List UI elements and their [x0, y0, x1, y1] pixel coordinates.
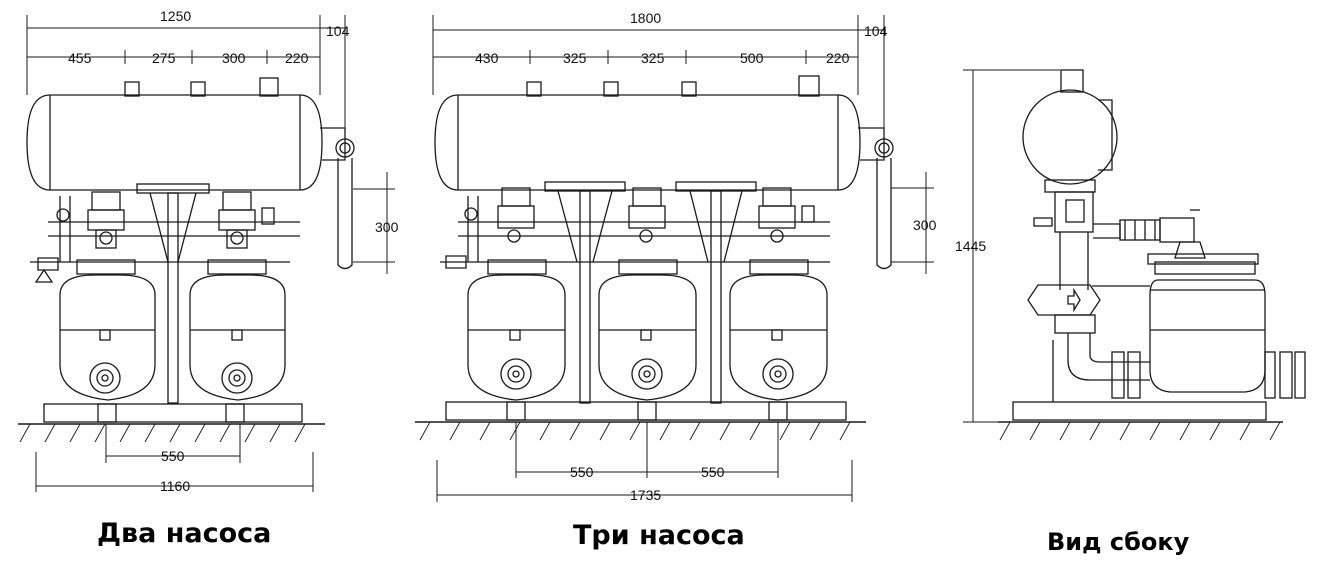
support-plate: [136, 183, 210, 194]
header-tank: [26, 94, 323, 191]
two-dim-seg-2: 275: [152, 50, 176, 66]
tank-nozzle: [259, 77, 279, 97]
side-base: [1012, 401, 1267, 421]
header-tank-3: [434, 94, 861, 191]
pump-head-1: [91, 191, 121, 211]
two-dim-base: 1160: [160, 478, 190, 494]
two-dim-seg-3: 300: [222, 50, 246, 66]
tank-nozzle: [190, 81, 206, 97]
two-dim-spacing: 550: [161, 448, 185, 464]
three-dim-seg-4: 500: [740, 50, 764, 66]
ground-hatch: [19, 423, 306, 443]
two-dim-seg-4: 220: [285, 50, 309, 66]
three-dim-total: 1800: [630, 10, 661, 26]
top-nozzle: [1060, 69, 1084, 93]
pump-body-2: [189, 274, 286, 401]
caption-three-pumps: Три насоса: [573, 520, 745, 551]
caption-two-pumps: Два насоса: [97, 518, 272, 549]
three-dim-seg-3: 325: [641, 50, 665, 66]
flex-hose: [1119, 219, 1161, 241]
outlet-pipe: [320, 127, 346, 161]
caption-side-view: Вид сбоку: [1047, 528, 1190, 556]
three-dim-spacing-1: 550: [570, 464, 594, 480]
pump-body-3c: [729, 274, 828, 401]
two-dim-height: 300: [375, 219, 399, 235]
check-valve: [1027, 284, 1101, 316]
three-pump-drawing: 1800 104 430 325 325 500 220 300: [415, 10, 937, 503]
pump-body-1: [59, 274, 156, 401]
strainer: [37, 257, 59, 271]
pump-flange-1: [89, 362, 121, 394]
outlet-flange: [335, 138, 355, 158]
three-dim-spacing-2: 550: [701, 464, 725, 480]
three-dim-seg-1: 430: [475, 50, 499, 66]
flange-left: [1111, 351, 1125, 399]
base-frame-3: [445, 401, 847, 421]
two-dim-seg-1: 455: [68, 50, 92, 66]
side-dim-height: 1445: [955, 238, 986, 254]
side-view-drawing: 1445: [955, 69, 1306, 441]
pump-top-plate: [1147, 253, 1259, 265]
two-dim-total: 1250: [160, 8, 191, 24]
tank-end-view: [1022, 89, 1118, 185]
three-dim-seg-2: 325: [563, 50, 587, 66]
three-dim-side: 104: [864, 23, 888, 39]
pump-body-side: [1149, 279, 1266, 393]
pump-flange-2: [221, 362, 253, 394]
three-dim-seg-5: 220: [826, 50, 850, 66]
three-dim-base: 1735: [630, 487, 661, 503]
pump-head-2: [222, 191, 252, 211]
pump-body-3b: [598, 274, 697, 401]
three-dim-height: 300: [913, 217, 937, 233]
center-column: [167, 192, 179, 404]
base-frame: [43, 403, 303, 423]
ground-hatch-3: [419, 421, 851, 441]
two-pump-drawing: 1250 104 455 275 300 220 300: [18, 8, 399, 494]
ground-hatch-side: [999, 421, 1281, 441]
two-top-dimensions: [26, 15, 346, 135]
pump-body-3a: [467, 274, 566, 401]
gauge-valve: [56, 208, 70, 222]
tank-nozzle: [124, 81, 140, 97]
flange-right: [1279, 351, 1293, 399]
two-dim-side: 104: [326, 23, 350, 39]
